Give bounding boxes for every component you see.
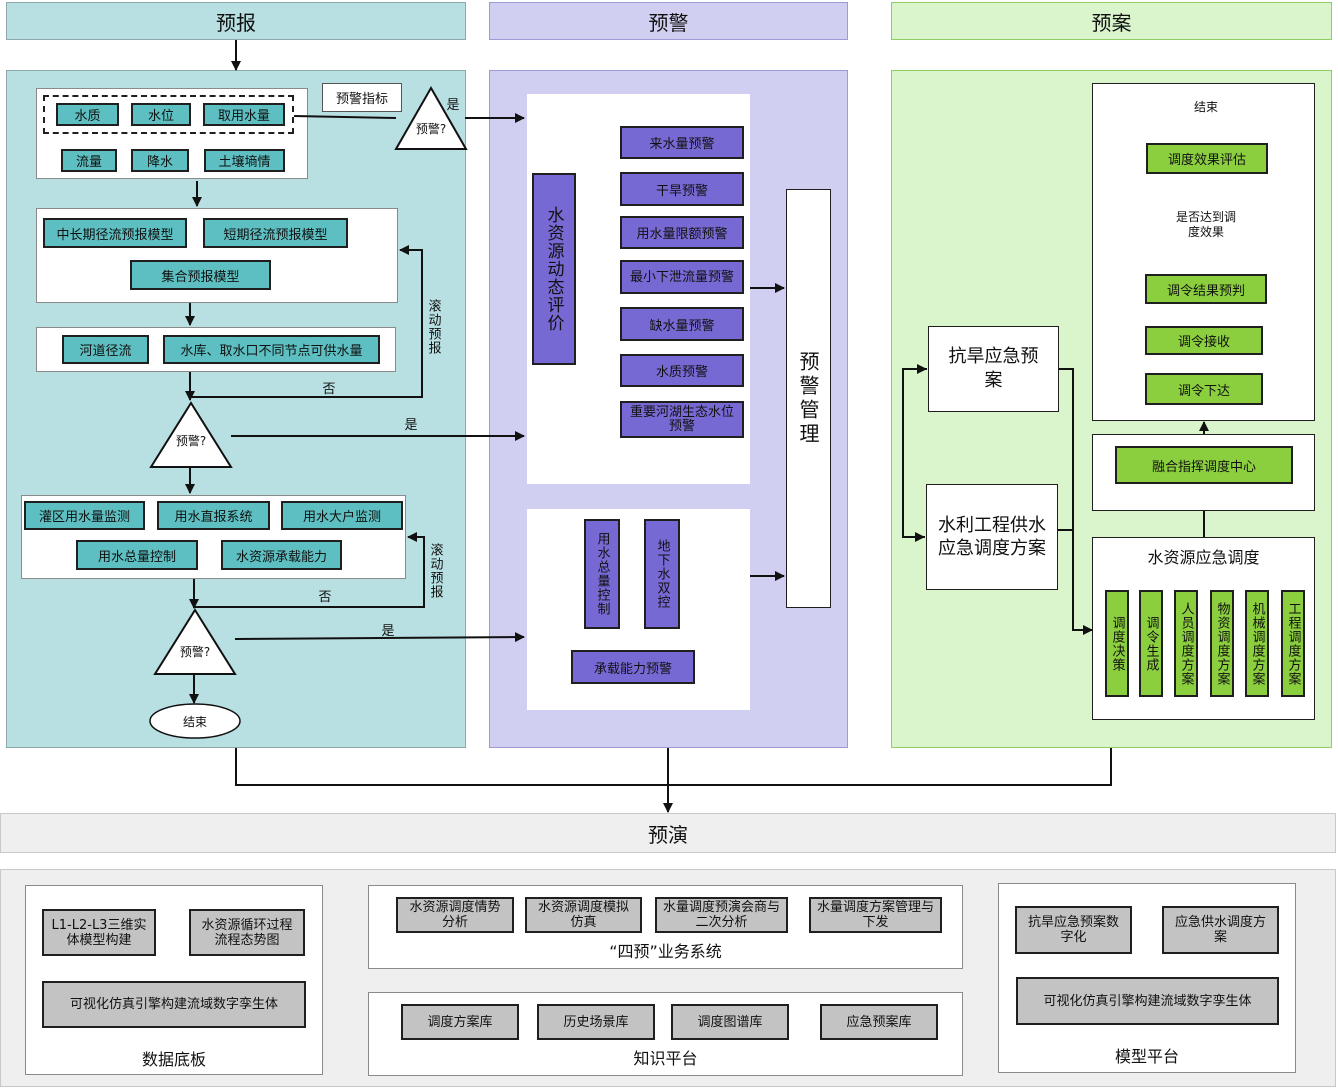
drought-emergency-plan: 抗旱应急预案 bbox=[928, 326, 1059, 412]
machinery-dispatch: 机械调度方案 bbox=[1245, 590, 1269, 697]
order-generate: 调令生成 bbox=[1139, 590, 1163, 697]
warning-index-label: 预警指标 bbox=[322, 83, 402, 112]
data-base-twin: 可视化仿真引擎构建流域数字孪生体 bbox=[42, 981, 306, 1028]
kb-dispatch-plans: 调度方案库 bbox=[401, 1004, 519, 1040]
biz-simulation: 水资源调度模拟仿真 bbox=[525, 897, 642, 933]
output-node-supply: 水库、取水口不同节点可供水量 bbox=[163, 335, 380, 364]
warning-shortage: 缺水量预警 bbox=[620, 307, 744, 341]
model-ensemble: 集合预报模型 bbox=[130, 260, 271, 290]
warning-water-quality: 水质预警 bbox=[620, 354, 744, 387]
indicator-water-intake: 取用水量 bbox=[203, 103, 285, 126]
kb-dispatch-graph: 调度图谱库 bbox=[671, 1004, 789, 1040]
plan-end: 结束 bbox=[1193, 99, 1218, 114]
indicator-water-level: 水位 bbox=[131, 103, 191, 126]
model-short: 短期径流预报模型 bbox=[203, 218, 348, 248]
header-plan: 预案 bbox=[891, 2, 1332, 40]
warning-incoming-water: 来水量预警 bbox=[620, 126, 744, 159]
order-issue: 调令下达 bbox=[1145, 373, 1263, 405]
dispatch-decision: 调度决策 bbox=[1105, 590, 1129, 697]
biz-plan-management: 水量调度方案管理与下发 bbox=[809, 897, 942, 933]
mp-drought-digital: 抗旱应急预案数字化 bbox=[1015, 906, 1132, 954]
rolling-label-2: 滚动预报 bbox=[427, 543, 443, 599]
supply-emergency-plan: 水利工程供水应急调度方案 bbox=[926, 484, 1058, 590]
dispatch-loop-box bbox=[1092, 83, 1315, 421]
monitor-irrigation: 灌区用水量监测 bbox=[24, 501, 145, 530]
command-center: 融合指挥调度中心 bbox=[1115, 446, 1293, 484]
order-result-predict: 调令结果预判 bbox=[1145, 274, 1267, 304]
forecast-end: 结束 bbox=[182, 714, 207, 729]
kb-history-scenes: 历史场景库 bbox=[537, 1004, 655, 1040]
forecast-panel bbox=[6, 70, 466, 748]
indicator-flow: 流量 bbox=[61, 149, 117, 172]
output-river-runoff: 河道径流 bbox=[62, 335, 149, 364]
water-resource-eval: 水资源动态评价 bbox=[532, 173, 576, 365]
warning-min-discharge: 最小下泄流量预警 bbox=[620, 260, 744, 294]
material-dispatch: 物资调度方案 bbox=[1210, 590, 1234, 697]
warning-drought: 干旱预警 bbox=[620, 172, 744, 206]
personnel-dispatch: 人员调度方案 bbox=[1174, 590, 1198, 697]
cycle-flow-map: 水资源循环过程流程态势图 bbox=[189, 909, 305, 956]
indicator-dashed-group bbox=[43, 95, 294, 134]
decision-2-no: 否 bbox=[322, 381, 336, 397]
decision-1-yes: 是 bbox=[446, 97, 460, 113]
warning-ecological-level: 重要河湖生态水位预警 bbox=[620, 401, 744, 438]
decision-1-label: 预警? bbox=[415, 121, 447, 136]
decision-3-yes: 是 bbox=[381, 623, 395, 639]
biz-situation-analysis: 水资源调度情势分析 bbox=[396, 897, 514, 933]
emergency-dispatch-title: 水资源应急调度 bbox=[1147, 548, 1260, 567]
engineering-dispatch: 工程调度方案 bbox=[1281, 590, 1305, 697]
rolling-label-1: 滚动预报 bbox=[425, 299, 441, 355]
business-system-title: “四预”业务系统 bbox=[609, 942, 722, 961]
knowledge-platform-title: 知识平台 bbox=[633, 1049, 698, 1068]
capacity-warning: 承载能力预警 bbox=[571, 650, 695, 684]
monitor-direct-report: 用水直报系统 bbox=[157, 501, 270, 530]
header-forecast: 预报 bbox=[6, 2, 466, 40]
indicator-rainfall: 降水 bbox=[131, 149, 189, 172]
mp-twin-engine: 可视化仿真引擎构建流域数字孪生体 bbox=[1016, 977, 1279, 1025]
model-platform-title: 模型平台 bbox=[1114, 1047, 1179, 1066]
biz-consultation: 水量调度预演会商与二次分析 bbox=[655, 897, 788, 933]
emergency-dispatch-box bbox=[1092, 537, 1315, 720]
total-control: 用水总量控制 bbox=[584, 519, 620, 629]
decision-3-label: 预警? bbox=[179, 644, 211, 659]
reach-effect-decision: 是否达到调度效果 bbox=[1176, 210, 1237, 239]
order-receive: 调令接收 bbox=[1145, 326, 1263, 355]
model-mid-long: 中长期径流预报模型 bbox=[43, 218, 187, 248]
monitor-large-users: 用水大户监测 bbox=[281, 501, 403, 530]
kb-emergency-plans: 应急预案库 bbox=[820, 1004, 938, 1040]
indicator-soil-moisture: 土壤墒情 bbox=[204, 149, 285, 172]
groundwater-dual-control: 地下水双控 bbox=[644, 519, 680, 629]
warning-management: 预警管理 bbox=[786, 189, 831, 608]
warning-usage-limit: 用水量限额预警 bbox=[620, 216, 744, 249]
indicator-water-quality: 水质 bbox=[56, 103, 119, 126]
l1-l3-model: L1-L2-L3三维实体模型构建 bbox=[42, 909, 156, 956]
data-base-title: 数据底板 bbox=[141, 1050, 206, 1069]
decision-3-no: 否 bbox=[318, 589, 332, 605]
mp-supply-plan: 应急供水调度方案 bbox=[1162, 906, 1279, 954]
decision-2-label: 预警? bbox=[175, 433, 207, 448]
dispatch-effect-eval: 调度效果评估 bbox=[1146, 143, 1268, 174]
monitor-total-control: 用水总量控制 bbox=[76, 540, 198, 570]
header-warning: 预警 bbox=[489, 2, 848, 40]
header-rehearsal: 预演 bbox=[0, 813, 1336, 853]
monitor-capacity: 水资源承载能力 bbox=[221, 540, 342, 570]
decision-2-yes: 是 bbox=[404, 417, 418, 433]
